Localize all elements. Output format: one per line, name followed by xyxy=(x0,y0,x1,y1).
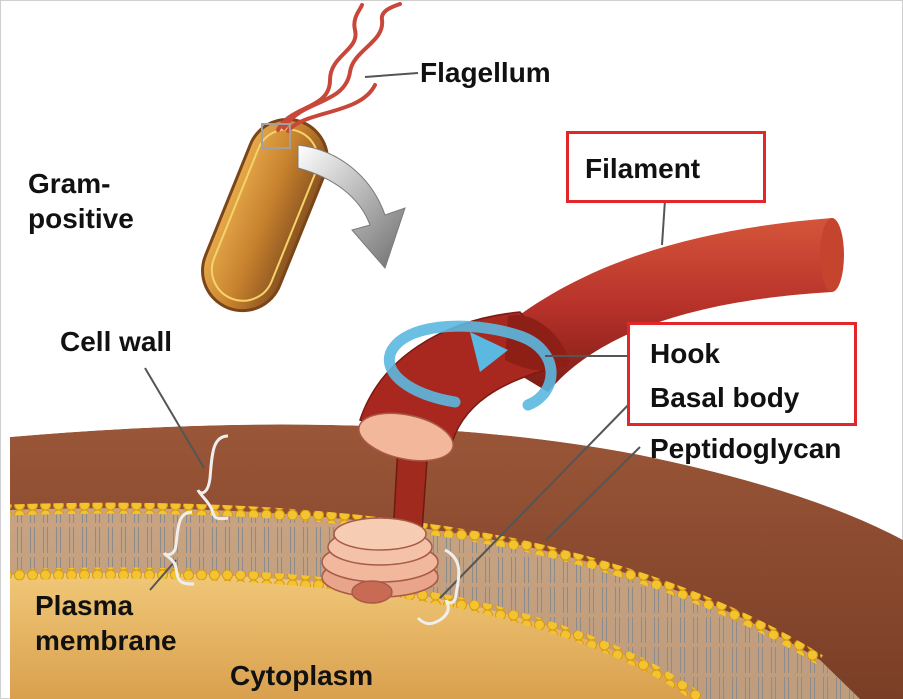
label-flagellum: Flagellum xyxy=(420,57,551,88)
leader-filament xyxy=(661,199,666,246)
cell-envelope xyxy=(10,424,903,699)
membrane-brace xyxy=(162,510,195,586)
leader-basal-body xyxy=(439,397,636,599)
leader-lines xyxy=(144,72,666,599)
cytoplasm-region xyxy=(10,573,700,699)
label-cytoplasm: Cytoplasm xyxy=(230,660,374,691)
basal-brace xyxy=(416,548,461,626)
bacterium-flagella xyxy=(276,2,402,133)
rotation-arrow xyxy=(383,320,557,411)
label-peptidoglycan: Peptidoglycan xyxy=(650,433,842,464)
leader-plasma xyxy=(149,559,177,591)
label-gram-positive-line2: positive xyxy=(28,203,134,234)
label-basal-body: Basal body xyxy=(650,382,800,413)
basal-rings xyxy=(321,517,439,604)
zoom-arrow xyxy=(297,144,406,269)
label-cell-wall: Cell wall xyxy=(60,326,173,357)
label-hook: Hook xyxy=(650,338,720,369)
braces xyxy=(162,434,461,626)
leader-flagellum xyxy=(364,72,419,78)
cell-wall-brace xyxy=(196,434,229,521)
leader-cell-wall xyxy=(144,367,205,469)
label-gram-positive-line1: Gram- xyxy=(28,168,111,199)
zoom-box xyxy=(261,123,291,149)
filament-shape xyxy=(478,218,832,392)
label-plasma-line1: Plasma xyxy=(35,590,134,621)
label-plasma-line2: membrane xyxy=(35,625,177,656)
filament-highlight-box xyxy=(566,131,766,203)
label-filament: Filament xyxy=(585,153,701,184)
bacterium-cell xyxy=(201,117,329,313)
leader-peptidoglycan xyxy=(545,446,641,541)
hook-basal-highlight-box xyxy=(627,322,857,426)
